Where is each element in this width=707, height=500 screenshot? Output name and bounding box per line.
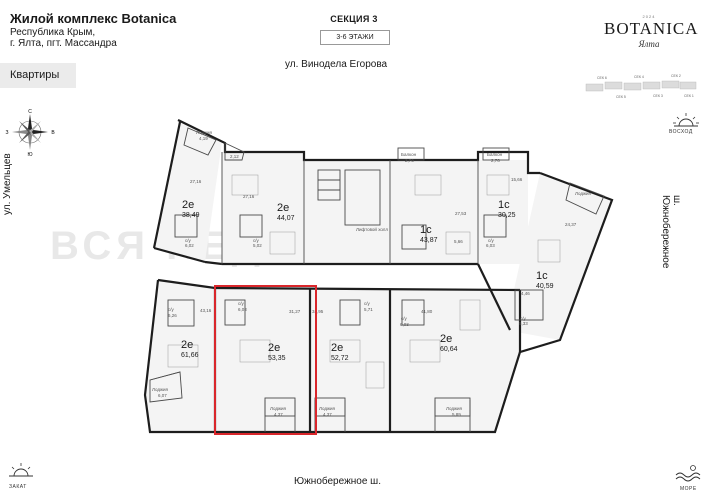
compass-w: З bbox=[5, 130, 8, 136]
dim-label: 2,76 bbox=[491, 158, 500, 163]
apt-type: 2е bbox=[277, 202, 289, 214]
dim-label: 41,80 bbox=[421, 309, 433, 314]
dim-label: 2,76 bbox=[405, 158, 414, 163]
apt-type: 2е bbox=[268, 342, 280, 354]
logo-year: 2024 bbox=[642, 14, 656, 19]
apt-area: 52,72 bbox=[331, 355, 349, 362]
compass-s: Ю bbox=[27, 152, 32, 157]
dim-label: 6,26 bbox=[168, 313, 177, 318]
room-label: Лоджия bbox=[270, 406, 287, 411]
minimap-label: СЕК 4 bbox=[634, 75, 644, 79]
dim-label: 5,71 bbox=[364, 307, 373, 312]
room-label: Балкон bbox=[401, 152, 417, 157]
section-label: СЕКЦИЯ 3 bbox=[330, 14, 378, 24]
room-label: с/у bbox=[364, 301, 371, 306]
room-label: Лоджия bbox=[319, 406, 336, 411]
apt-area: 44,07 bbox=[277, 215, 295, 222]
room-label: с/у bbox=[488, 238, 495, 243]
address-line-1: Республика Крым, bbox=[10, 27, 96, 38]
room-label: с/у bbox=[520, 316, 527, 321]
room-label: Лифтовой холл bbox=[356, 226, 388, 232]
dim-label: 4,46 bbox=[521, 291, 530, 296]
dim-label: 34,95 bbox=[312, 309, 324, 314]
room-label: с/у bbox=[238, 301, 245, 306]
street-label-top: ул. Винодела Егорова bbox=[285, 59, 388, 70]
dim-label: 4,37 bbox=[274, 412, 283, 417]
dim-label: 27,16 bbox=[243, 194, 255, 199]
dim-label: 24,37 bbox=[565, 222, 577, 227]
apt-type: 2е bbox=[440, 333, 452, 345]
sunrise-label: ВОСХОД bbox=[669, 129, 693, 135]
apt-type: 1с bbox=[420, 224, 432, 236]
apartments-tab[interactable]: Квартиры bbox=[0, 63, 76, 88]
dim-label: 4,37 bbox=[323, 412, 332, 417]
dim-label: 6,03 bbox=[238, 307, 247, 312]
room-label: Лоджия bbox=[152, 387, 169, 392]
floors-badge: 3-6 ЭТАЖИ bbox=[320, 30, 390, 45]
room-label: Лоджия bbox=[446, 406, 463, 411]
dim-label: 6,03 bbox=[400, 322, 409, 327]
dim-label: 31,27 bbox=[289, 309, 301, 314]
apt-area: 43,87 bbox=[420, 237, 438, 244]
dim-label: 27,16 bbox=[190, 179, 202, 184]
dim-label: 6,07 bbox=[158, 393, 167, 398]
apt-type: 2е bbox=[182, 199, 194, 211]
dim-label: 27,53 bbox=[455, 211, 467, 216]
apt-type: 2е bbox=[331, 342, 343, 354]
minimap-label: СЕК 6 bbox=[597, 76, 607, 80]
sea-icon bbox=[675, 465, 701, 482]
address-line-2: г. Ялта, пгт. Массандра bbox=[10, 38, 117, 49]
dim-label: 15,66 bbox=[511, 177, 523, 182]
dim-label: 2,12 bbox=[230, 154, 239, 159]
apt-area: 40,59 bbox=[536, 283, 554, 290]
sunrise-icon bbox=[673, 113, 699, 127]
sea-label: МОРЕ bbox=[680, 486, 697, 492]
dim-label: 5,89 bbox=[452, 412, 461, 417]
room-label: с/у bbox=[185, 238, 192, 243]
logo-name: BOTANICA bbox=[604, 19, 699, 38]
dim-label: 6,02 bbox=[185, 243, 194, 248]
sunset-icon bbox=[9, 463, 33, 477]
room-label: Балкон bbox=[487, 152, 503, 157]
dim-label: 4,19 bbox=[199, 136, 208, 141]
compass-n: С bbox=[28, 109, 32, 115]
apt-area: 53,35 bbox=[268, 355, 286, 362]
apt-type: 2е bbox=[181, 339, 193, 351]
dim-label: 5,33 bbox=[519, 321, 528, 326]
room-label: с/у bbox=[253, 238, 260, 243]
room-label: Лоджия bbox=[575, 191, 592, 196]
sunset-label: ЗАКАТ bbox=[9, 484, 27, 490]
apt-area: 30,25 bbox=[498, 212, 516, 219]
street-label-bottom: Южнобережное ш. bbox=[294, 476, 381, 487]
compass-rose-icon: С Ю З В bbox=[5, 109, 55, 157]
selected-apartment-highlight[interactable] bbox=[214, 285, 317, 435]
apt-type: 1с bbox=[498, 199, 510, 211]
apt-area: 38,49 bbox=[182, 212, 200, 219]
compass-e: В bbox=[51, 130, 55, 136]
apt-type: 1с bbox=[536, 270, 548, 282]
room-label: Лоджия bbox=[196, 130, 213, 135]
dim-label: 43,16 bbox=[200, 308, 212, 313]
dim-label: 5,66 bbox=[454, 239, 463, 244]
minimap-label: СЕК 2 bbox=[671, 74, 681, 78]
apt-area: 61,66 bbox=[181, 352, 199, 359]
site-minimap[interactable]: СЕК 6 СЕК 4 СЕК 2 СЕК 5 СЕК 3 СЕК 1 bbox=[583, 70, 701, 106]
complex-title: Жилой комплекс Botanica bbox=[10, 11, 177, 26]
minimap-label: СЕК 5 bbox=[616, 95, 626, 99]
dim-label: 5,02 bbox=[253, 243, 262, 248]
minimap-label: СЕК 1 bbox=[684, 94, 694, 98]
room-label: с/у bbox=[168, 307, 175, 312]
botanica-logo: 2024 BOTANICA Ялта bbox=[604, 14, 699, 49]
minimap-label: СЕК 3 bbox=[653, 94, 663, 98]
apt-area: 60,64 bbox=[440, 346, 458, 353]
room-label: с/у bbox=[401, 316, 408, 321]
logo-subtitle: Ялта bbox=[638, 39, 660, 49]
dim-label: 6,03 bbox=[486, 243, 495, 248]
